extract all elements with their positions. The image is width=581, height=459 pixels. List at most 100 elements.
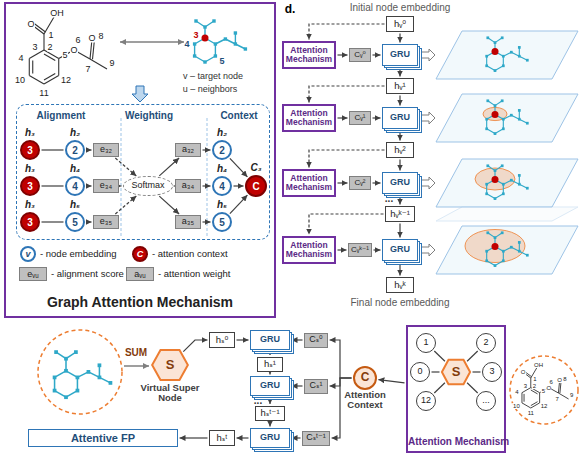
map-arrow	[421, 49, 435, 61]
connector	[87, 185, 92, 186]
receptive-field	[475, 168, 515, 190]
node-text: h₃	[25, 199, 35, 210]
graph-node	[510, 179, 513, 182]
node-text: S	[452, 365, 461, 379]
connector	[230, 158, 248, 177]
graph-node	[485, 118, 488, 121]
node-text: 3	[27, 217, 33, 228]
annotation: v – target node	[183, 72, 243, 81]
connector	[121, 185, 122, 186]
node-text: h₂	[217, 127, 227, 138]
connector	[467, 383, 478, 393]
graph-node	[501, 36, 504, 39]
embedding-box: hᵥᵏ	[386, 277, 414, 293]
attention-box: Attention Mechanism	[282, 169, 336, 197]
graph-node	[494, 197, 497, 200]
graph-node	[502, 192, 505, 195]
target-node	[492, 243, 499, 250]
node-text: hₛ¹	[264, 359, 276, 369]
connector	[399, 96, 400, 106]
legend-text: - node embedding	[40, 249, 117, 259]
double-arrow	[120, 41, 184, 43]
connector	[467, 351, 478, 361]
connector	[237, 339, 249, 340]
graph-edge	[503, 119, 504, 129]
molecule-frame	[510, 356, 578, 424]
node-text: GRU	[260, 335, 280, 345]
node-text: C₃	[250, 162, 261, 173]
connector	[399, 224, 400, 238]
atom-label: 5	[62, 51, 68, 60]
graph-node	[54, 350, 58, 354]
graph-node	[518, 46, 521, 49]
embedding-plane	[436, 94, 578, 142]
annotation: ...	[254, 396, 262, 406]
graph-node	[234, 31, 237, 34]
connector	[338, 182, 348, 183]
node-text: 2	[219, 145, 225, 156]
embedding-plane	[436, 226, 578, 274]
node-text: hᵥ⁰	[394, 19, 406, 29]
atom-label: 9	[569, 392, 573, 398]
graph-node	[501, 164, 504, 167]
graph-node	[214, 42, 217, 45]
atom-label: 8	[563, 376, 567, 382]
node-text: 2	[483, 338, 488, 348]
graph-node	[518, 250, 521, 253]
atom-label: 10	[513, 403, 521, 409]
super-node: S	[441, 359, 471, 385]
sum-arrow	[124, 365, 149, 367]
graph-node	[518, 183, 521, 186]
graph-node	[518, 55, 521, 58]
node-text: 3	[489, 367, 494, 377]
context-circle: CAttention Context	[353, 366, 377, 390]
graph-node	[502, 127, 505, 130]
graph-node	[510, 51, 513, 54]
bond	[29, 76, 44, 85]
bond	[531, 403, 540, 408]
section-divider	[207, 118, 208, 236]
connector	[434, 351, 445, 361]
connector	[237, 437, 249, 438]
connector	[378, 380, 404, 383]
atom-label: 10	[14, 76, 25, 85]
gru-cell: GRU	[382, 107, 418, 129]
graph-node	[194, 19, 197, 22]
section-divider	[121, 118, 122, 236]
graph-node	[486, 231, 489, 234]
connector	[203, 221, 211, 222]
embedding-box: hᵥᵏ⁻¹	[385, 206, 415, 222]
atom-label: 1	[48, 31, 54, 40]
score-box: e₃₂	[93, 143, 119, 157]
node-text: 12	[421, 396, 431, 406]
node-text: Attention Mechanism	[284, 174, 334, 193]
node-text: C	[361, 371, 370, 384]
target-node	[202, 35, 209, 42]
graph-node	[203, 60, 206, 63]
graph-node	[98, 376, 102, 380]
bond	[522, 403, 531, 408]
graph-node	[501, 231, 504, 234]
node-text: GRU	[260, 433, 280, 443]
bond	[43, 34, 44, 50]
atom-label: 12	[60, 76, 71, 85]
graph-node	[485, 192, 488, 195]
graph-node	[494, 169, 497, 172]
connector	[309, 24, 385, 40]
graph-edge	[215, 44, 216, 56]
node-text: e₃₄	[100, 181, 112, 191]
gru-cell: GRU	[382, 44, 418, 66]
graph-node	[502, 118, 505, 121]
graph-node	[494, 264, 497, 267]
node-text: Attention Mechanism	[284, 46, 334, 65]
connector	[330, 340, 352, 378]
annotation: eᵥᵤ	[27, 270, 38, 279]
embedding-box: hₛᵗ⁻¹	[255, 406, 285, 421]
node-text: Attention Mechanism	[408, 436, 504, 447]
node-text: GRU	[390, 245, 410, 255]
connector	[115, 158, 136, 176]
score-box: Cₛ⁰	[304, 333, 328, 348]
node-text: Cₛ¹	[310, 381, 323, 391]
graph-node	[518, 118, 521, 121]
node-circle: C₃C	[245, 175, 267, 197]
